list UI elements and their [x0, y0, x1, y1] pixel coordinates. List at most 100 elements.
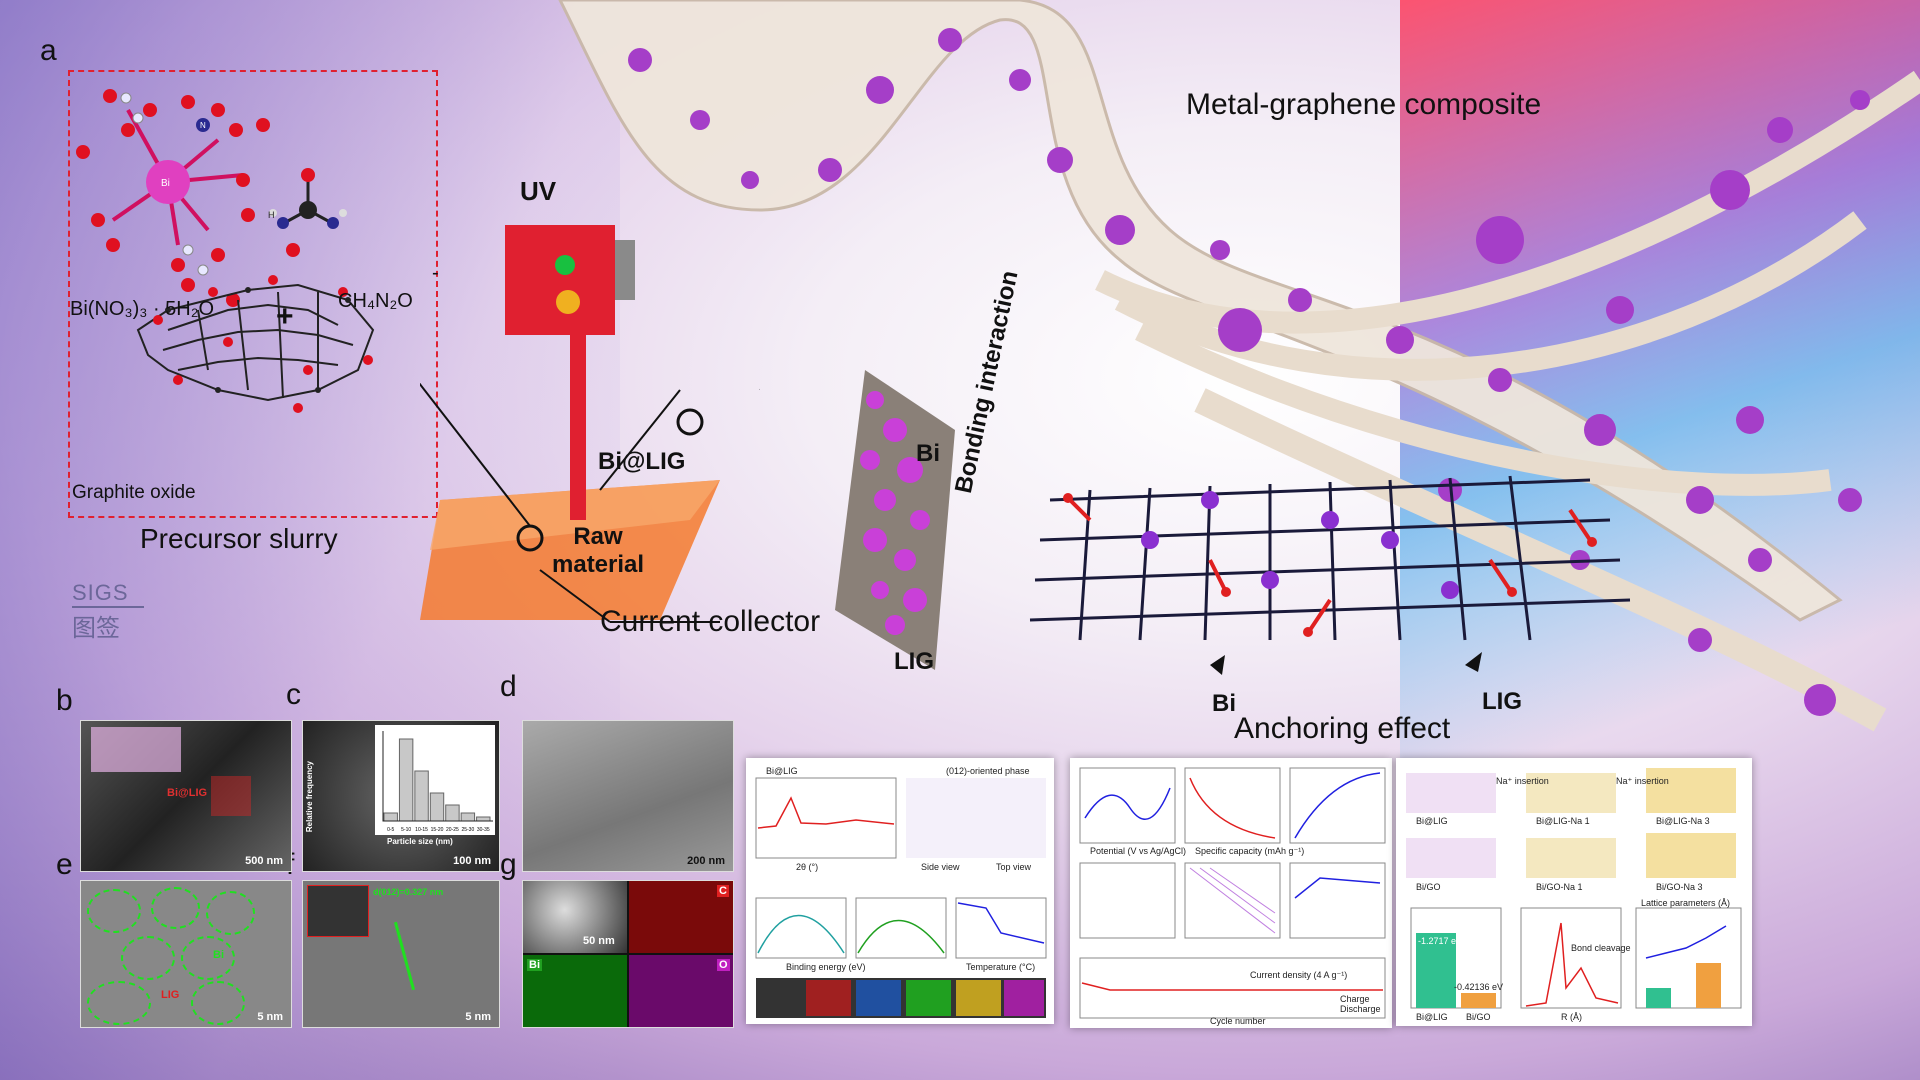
current-collector-label: Current collector	[600, 605, 821, 638]
sem-inset-model	[91, 727, 181, 772]
histogram-axes	[382, 731, 493, 822]
map-label-bi: Bi	[527, 959, 542, 971]
plus-sign: +	[276, 300, 294, 333]
histogram-bar	[476, 816, 491, 822]
graphite-oxide-label: Graphite oxide	[72, 482, 196, 503]
histogram-bar	[398, 738, 414, 822]
energy-label-1: -1.2717 eV	[1418, 936, 1463, 946]
anchoring-effect-label: Anchoring effect	[1234, 712, 1451, 745]
n-atom-label: N	[200, 121, 206, 130]
paper2-figures	[1079, 767, 1386, 1019]
histogram-tick-label: 10-15	[415, 827, 428, 833]
bond-cleavage-label: Bond cleavage	[1571, 943, 1631, 953]
current-density-label: Current density (4 A g⁻¹)	[1250, 970, 1348, 980]
hrtem-lig-label: LIG	[161, 989, 180, 1001]
bi-lig-label: Bi@LIG	[598, 448, 686, 475]
sigs-logo-chinese: 图签	[72, 615, 120, 642]
map-label-o: O	[717, 959, 730, 971]
h-atom-label: H	[268, 210, 275, 220]
energy-label-2: -0.42136 eV	[1454, 982, 1504, 992]
sem-zoom-region	[211, 776, 251, 816]
paper3-figures	[1406, 768, 1742, 1009]
histogram-bar	[429, 792, 445, 822]
sem-bi-lig-label: Bi@LIG	[167, 787, 208, 799]
lig-arrow-label: LIG	[1482, 688, 1522, 715]
paper1-a-title: Bi@LIG	[766, 766, 798, 776]
bi-atom-label: Bi	[161, 178, 170, 189]
hrtem-image-f: d(012)=0.327 nm 5 nm	[302, 880, 500, 1028]
paper-thumbnail-1: Bi@LIG (012)-oriented phase 2θ (°) Bindi…	[746, 758, 1054, 1024]
formula-dash: -	[432, 262, 439, 284]
uv-label: UV	[520, 176, 557, 206]
scale-bar-b: 500 nm	[245, 855, 283, 867]
row-b-label-2: Bi/GO-Na 1	[1536, 882, 1583, 892]
r-axis-label: R (Å)	[1561, 1012, 1582, 1022]
panel-label-d: d	[500, 670, 517, 703]
lattice-y-label: Lattice parameters (Å)	[1641, 898, 1731, 908]
histogram-tick-label: 15-20	[431, 827, 444, 833]
histogram-tick-label: 20-25	[446, 827, 459, 833]
eds-mapping-g: 50 nm C Bi O	[522, 880, 734, 1028]
row-a-label-3: Bi@LIG-Na 3	[1656, 816, 1710, 826]
xrd-x-label: 2θ (°)	[796, 862, 819, 872]
paper1-b-title: (012)-oriented phase	[946, 766, 1030, 776]
na-insertion-2: Na⁺ insertion	[1616, 776, 1669, 786]
paper1-figures	[755, 777, 1047, 1018]
raw-material-label: Raw material	[552, 523, 645, 578]
lattice-spacing-label: d(012)=0.327 nm	[373, 887, 444, 897]
side-view-label: Side view	[921, 862, 960, 872]
scale-bar-f: 5 nm	[465, 1011, 491, 1023]
slab-lig-label: LIG	[894, 648, 934, 675]
composite-title: Metal-graphene composite	[1186, 88, 1542, 121]
graphene-ribbons	[558, 0, 1920, 732]
tga-x-label: Temperature (°C)	[966, 962, 1036, 972]
bar-label-2: Bi/GO	[1466, 1012, 1491, 1022]
graphene-lattice	[1029, 475, 1631, 675]
precursor-slurry-label: Precursor slurry	[140, 523, 338, 554]
row-b-label-1: Bi/GO	[1416, 882, 1441, 892]
urea-formula: CH₄N₂O	[338, 290, 413, 312]
eds-map-c	[629, 881, 733, 953]
cycle-x-label: Cycle number	[1210, 1016, 1266, 1026]
histogram-bar	[460, 812, 476, 822]
discharge-legend: Discharge	[1340, 1004, 1381, 1014]
slab-bi-label: Bi	[916, 440, 940, 467]
xps-x-label: Binding energy (eV)	[786, 962, 866, 972]
histogram-tick-label: 0-5	[387, 827, 394, 833]
scale-bar-g: 50 nm	[583, 935, 615, 947]
tem-image-d: 200 nm	[522, 720, 734, 872]
panel-label-b: b	[56, 684, 73, 717]
top-view-label: Top view	[996, 862, 1032, 872]
scale-bar-d: 200 nm	[687, 855, 725, 867]
histogram-y-label: Relative frequency	[305, 761, 314, 833]
row-a-label-1: Bi@LIG	[1416, 816, 1448, 826]
paper-thumbnail-2: Potential (V vs Ag/AgCl) Specific capaci…	[1070, 758, 1392, 1028]
bi-arrow-label: Bi	[1212, 690, 1236, 717]
lattice-marker	[393, 921, 416, 991]
cv-x-label: Potential (V vs Ag/AgCl)	[1090, 846, 1187, 856]
panel-label-e: e	[56, 848, 73, 881]
panel-label-a: a	[40, 34, 57, 67]
capacity-x-label: Specific capacity (mAh g⁻¹)	[1195, 846, 1305, 856]
histogram-bar	[445, 804, 460, 822]
scale-bar-c: 100 nm	[453, 855, 491, 867]
bi-nitrate-formula: Bi(NO₃)₃ · 5H₂O	[70, 298, 215, 320]
histogram-tick-label: 5-10	[401, 827, 411, 833]
paper-thumbnail-3: Na⁺ insertion Na⁺ insertion Bi@LIG Bi@LI…	[1396, 758, 1752, 1026]
panel-label-g: g	[500, 848, 517, 881]
precursor-slurry-box	[68, 70, 438, 518]
bi-lig-slab	[835, 370, 955, 670]
map-label-c: C	[717, 885, 729, 897]
sem-image-b: Bi@LIG 500 nm	[80, 720, 292, 872]
fft-inset	[307, 885, 369, 937]
laser-setup-diagram	[420, 225, 760, 623]
panel-label-c: c	[286, 678, 301, 711]
scale-bar-e: 5 nm	[257, 1011, 283, 1023]
row-b-label-3: Bi/GO-Na 3	[1656, 882, 1703, 892]
histogram-tick-label: 30-35	[477, 827, 490, 833]
precursor-molecules: Bi N H	[76, 89, 375, 413]
row-a-label-2: Bi@LIG-Na 1	[1536, 816, 1590, 826]
sigs-logo-text: SIGS	[72, 580, 144, 608]
